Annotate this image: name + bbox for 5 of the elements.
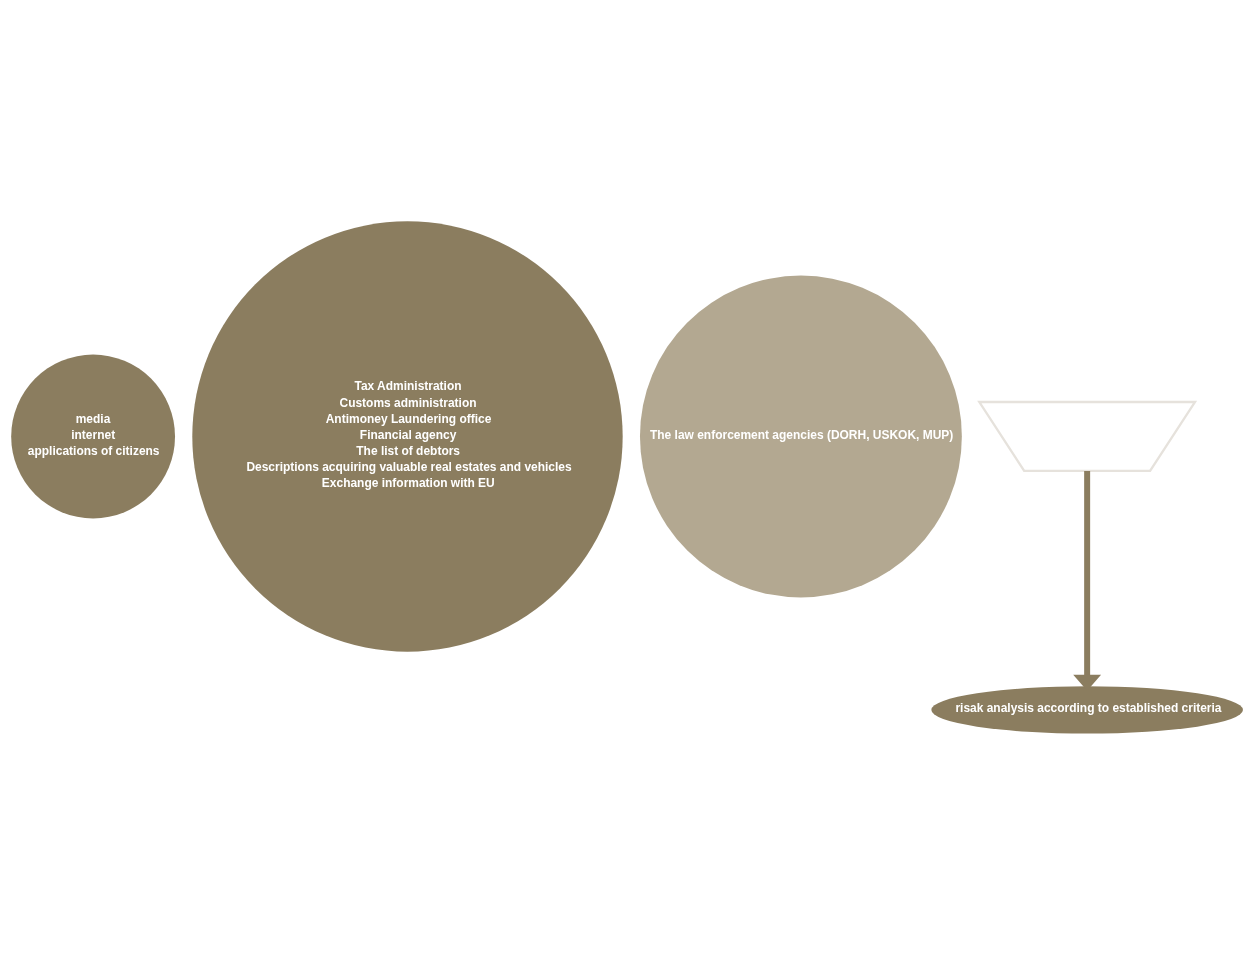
node-circle: media internet applications of citizens [11,354,175,519]
node-funnel [977,400,1198,473]
node-ellipse: risak analysis according to established criteria [931,686,1243,734]
node-circle: The law enforcement agencies (DORH, USKOK, MUP) [639,275,962,598]
node-circle: Tax Administration Customs administration Antimoney Laundering office Financial agency The list of debtors Descriptions acquiring valuable real estates and vehicles Exchange information with EU [192,221,623,652]
